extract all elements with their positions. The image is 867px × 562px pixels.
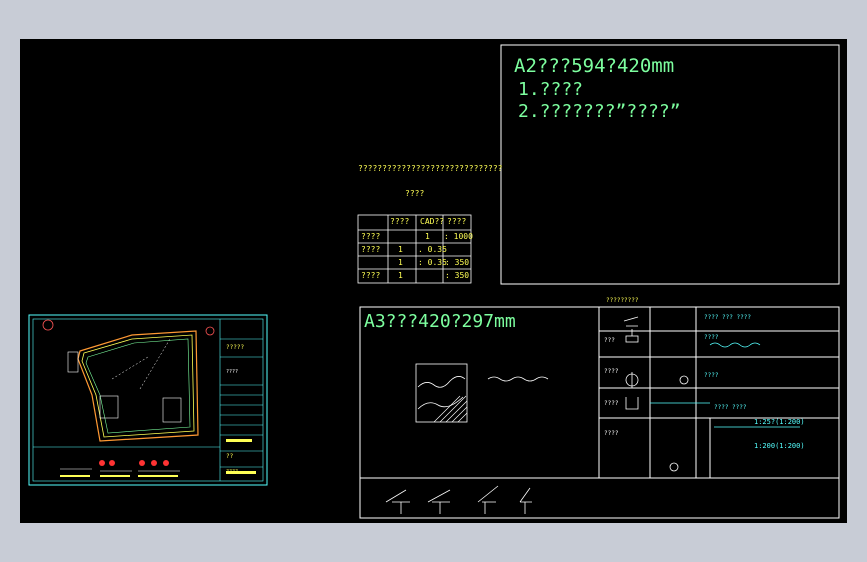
legend-row-desc: ???? <box>704 334 719 341</box>
scale-table-cell: ???? <box>361 232 381 241</box>
a3-sheet-title: A3???420?297mm <box>364 311 516 332</box>
scale-table-header: CAD?? <box>420 217 445 226</box>
thumbnail-title-line: ????? <box>226 344 245 351</box>
legend-row-desc: ???? <box>704 372 719 379</box>
scale-table-cell: 1 <box>398 258 403 267</box>
legend-scale-note: 1:200(1:200) <box>754 442 805 450</box>
scale-heading: ?????????????????????????????? <box>358 164 503 173</box>
scale-table-cell: 1 <box>425 232 430 241</box>
a3-header-note: ????????? <box>606 297 639 304</box>
leader-symbols <box>385 485 532 514</box>
legend-symbols <box>623 316 689 472</box>
scale-subheading: ???? <box>405 189 425 198</box>
hatch-pattern <box>433 395 468 423</box>
a3-sheet-frame <box>359 306 840 519</box>
a2-sheet-line1: 1.???? <box>518 79 584 100</box>
legend-row-label: ??? <box>604 337 615 344</box>
legend-scale-note: 1:25?(1:200) <box>754 418 805 426</box>
scale-table-cell: ???? <box>361 245 381 254</box>
legend-row-desc: ???? ??? ???? <box>704 314 751 321</box>
section-sketch <box>415 363 549 423</box>
scale-table-grid <box>357 214 472 284</box>
scale-table-cell: : 350 <box>445 258 470 267</box>
scale-table-cell: ???? <box>361 271 381 280</box>
scale-table-cell: : 0.35 <box>418 258 447 267</box>
a2-sheet-title: A2???594?420mm <box>514 55 675 77</box>
scale-table-header: ???? <box>390 217 410 226</box>
legend-row-desc: ???? ???? <box>714 404 747 411</box>
legend-row-label: ???? <box>604 400 619 407</box>
drawing-viewport[interactable]: A2???594?420mm 1.???? 2.???????”????” ??… <box>20 39 847 523</box>
thumbnail-title-line: ???? <box>226 469 239 475</box>
scale-table-cell: . 0.35 <box>418 245 447 254</box>
legend-row-label: ???? <box>604 368 619 375</box>
scale-table-cell: : 350 <box>445 271 470 280</box>
thumbnail-title-line: ???? <box>226 369 239 375</box>
scale-table-cell: 1 <box>398 271 403 280</box>
a2-sheet-line2: 2.???????”????” <box>518 101 681 122</box>
cad-linework <box>28 44 840 519</box>
scale-table-cell: 1 <box>398 245 403 254</box>
a2-sheet-frame <box>500 44 840 285</box>
legend-row-label: ???? <box>604 430 619 437</box>
scale-table-cell: : 1000 <box>444 232 473 241</box>
site-plan-thumbnail <box>28 314 268 486</box>
scale-table-header: ???? <box>447 217 467 226</box>
legend-wave <box>650 342 800 428</box>
thumbnail-title-line: ?? <box>226 453 234 460</box>
